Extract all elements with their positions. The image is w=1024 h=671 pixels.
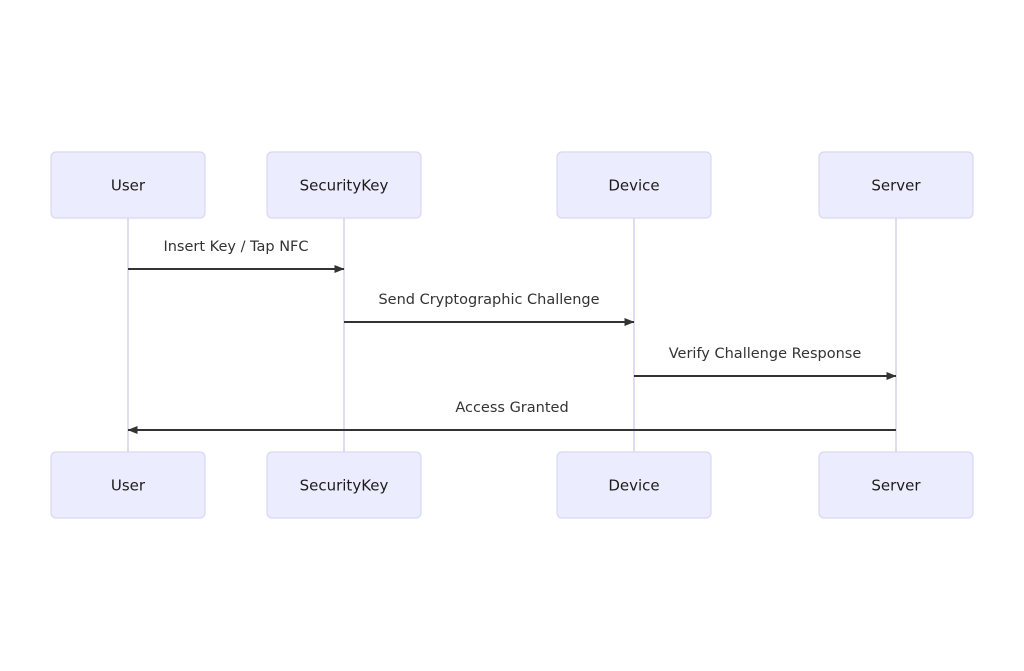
participant-box-device-top[interactable] xyxy=(556,151,712,219)
participant-box-user-bottom[interactable] xyxy=(50,451,206,519)
participant-label-server-bottom: Server xyxy=(871,477,921,495)
participant-box-securitykey-top[interactable] xyxy=(266,151,422,219)
participant-box-device-bottom[interactable] xyxy=(556,451,712,519)
participant-label-device-bottom: Device xyxy=(608,477,659,495)
messages-group: Insert Key / Tap NFC Send Cryptographic … xyxy=(127,239,897,434)
message-label-2: Send Cryptographic Challenge xyxy=(378,292,599,308)
participant-box-server-top[interactable] xyxy=(818,151,974,219)
message-label-3: Verify Challenge Response xyxy=(669,346,862,362)
participant-label-securitykey-bottom: SecurityKey xyxy=(300,477,389,495)
participant-label-user-top: User xyxy=(111,177,146,195)
participant-footer-group: User SecurityKey Device Server xyxy=(50,451,974,519)
participant-label-user-bottom: User xyxy=(111,477,146,495)
participant-box-securitykey-bottom[interactable] xyxy=(266,451,422,519)
participant-label-securitykey-top: SecurityKey xyxy=(300,177,389,195)
lifelines-group xyxy=(127,218,897,452)
participant-label-server-top: Server xyxy=(871,177,921,195)
message-label-4: Access Granted xyxy=(455,400,568,416)
participant-box-server-bottom[interactable] xyxy=(818,451,974,519)
participant-label-device-top: Device xyxy=(608,177,659,195)
message-label-1: Insert Key / Tap NFC xyxy=(163,239,308,255)
participant-header-group: User SecurityKey Device Server xyxy=(50,151,974,219)
participant-box-user-top[interactable] xyxy=(50,151,206,219)
